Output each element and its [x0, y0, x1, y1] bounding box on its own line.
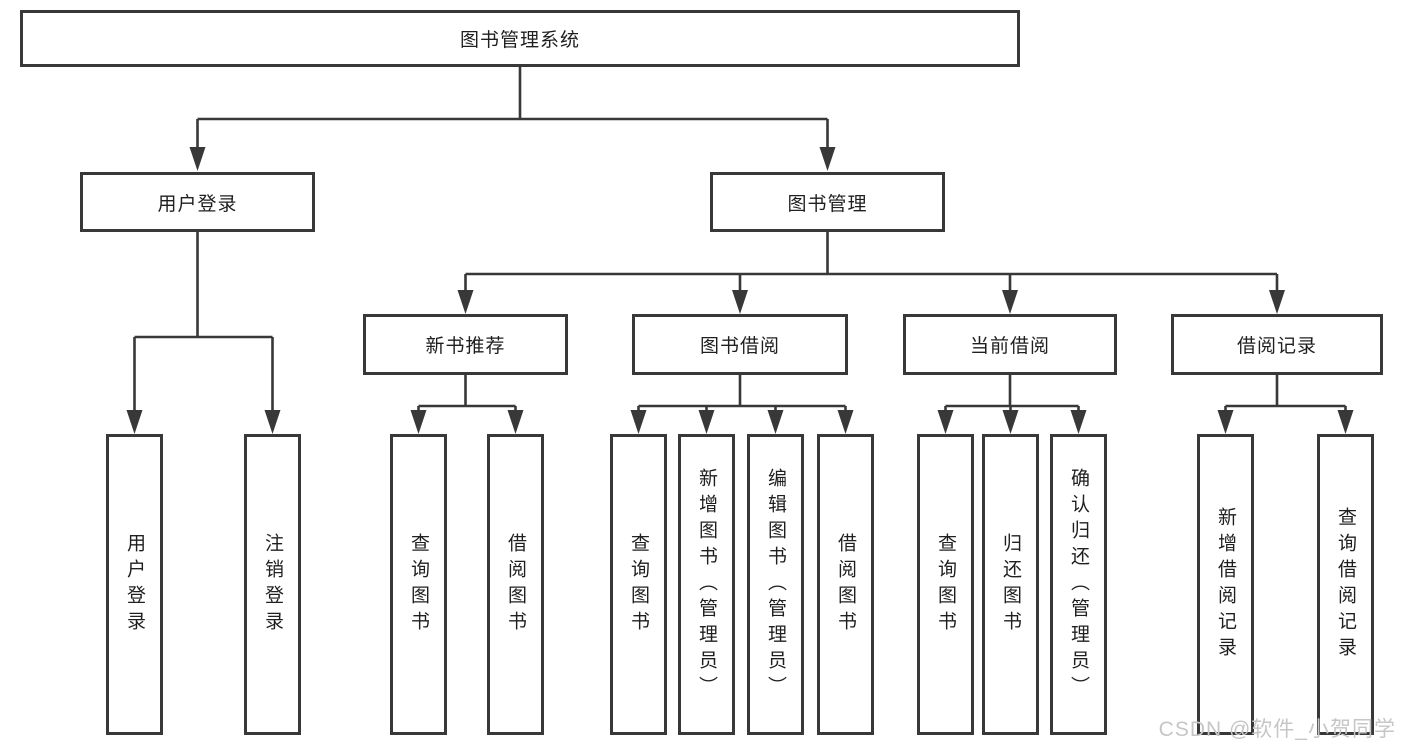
- leaf-return-books: 归还图书: [982, 434, 1039, 735]
- node-label: 图书借阅: [699, 336, 780, 357]
- node-label: 用户登录: [157, 193, 238, 215]
- node-label: 注销登录: [262, 532, 283, 637]
- node-label: 新增借阅记录: [1215, 506, 1236, 663]
- node-label: 查询图书: [628, 532, 649, 637]
- leaf-borrow-books-borrowing: 借阅图书: [817, 434, 874, 735]
- node-label: 归还图书: [1000, 532, 1021, 637]
- leaf-add-books-admin: 新增图书（管理员）: [678, 434, 735, 735]
- node-label: 借阅图书: [835, 532, 856, 637]
- node-label: 查询借阅记录: [1335, 506, 1356, 663]
- leaf-borrow-books-recommend: 借阅图书: [487, 434, 544, 735]
- leaf-query-books-recommend: 查询图书: [390, 434, 447, 735]
- node-label: 查询图书: [935, 532, 956, 637]
- node-label: 编辑图书（管理员）: [765, 467, 786, 702]
- node-label: 新书推荐: [425, 336, 506, 357]
- arrowheads: [126, 147, 1354, 434]
- node-system-root: 图书管理系统: [20, 10, 1020, 67]
- leaf-query-borrow-record: 查询借阅记录: [1317, 434, 1374, 735]
- node-label: 借阅记录: [1236, 336, 1317, 357]
- watermark: CSDN @软件_小贺同学: [1158, 718, 1396, 741]
- node-user-login: 用户登录: [80, 172, 315, 232]
- leaf-user-login: 用户登录: [106, 434, 163, 735]
- node-new-book-recommendation: 新书推荐: [363, 314, 568, 375]
- leaf-query-books-current: 查询图书: [917, 434, 974, 735]
- node-borrowing-records: 借阅记录: [1171, 314, 1383, 375]
- node-label: 图书管理: [787, 193, 868, 215]
- node-label: 图书管理系统: [459, 30, 580, 51]
- leaf-confirm-return-admin: 确认归还（管理员）: [1050, 434, 1107, 735]
- node-label: 新增图书（管理员）: [696, 467, 717, 702]
- node-book-borrowing: 图书借阅: [632, 314, 848, 375]
- node-label: 用户登录: [124, 532, 145, 637]
- leaf-edit-books-admin: 编辑图书（管理员）: [747, 434, 804, 735]
- node-label: 当前借阅: [969, 336, 1050, 357]
- node-current-borrowing: 当前借阅: [903, 314, 1117, 375]
- node-book-management: 图书管理: [710, 172, 945, 232]
- leaf-query-books-borrowing: 查询图书: [610, 434, 667, 735]
- node-label: 借阅图书: [505, 532, 526, 637]
- leaf-logout: 注销登录: [244, 434, 301, 735]
- node-label: 查询图书: [408, 532, 429, 637]
- leaf-add-borrow-record: 新增借阅记录: [1197, 434, 1254, 735]
- node-label: 确认归还（管理员）: [1068, 467, 1089, 702]
